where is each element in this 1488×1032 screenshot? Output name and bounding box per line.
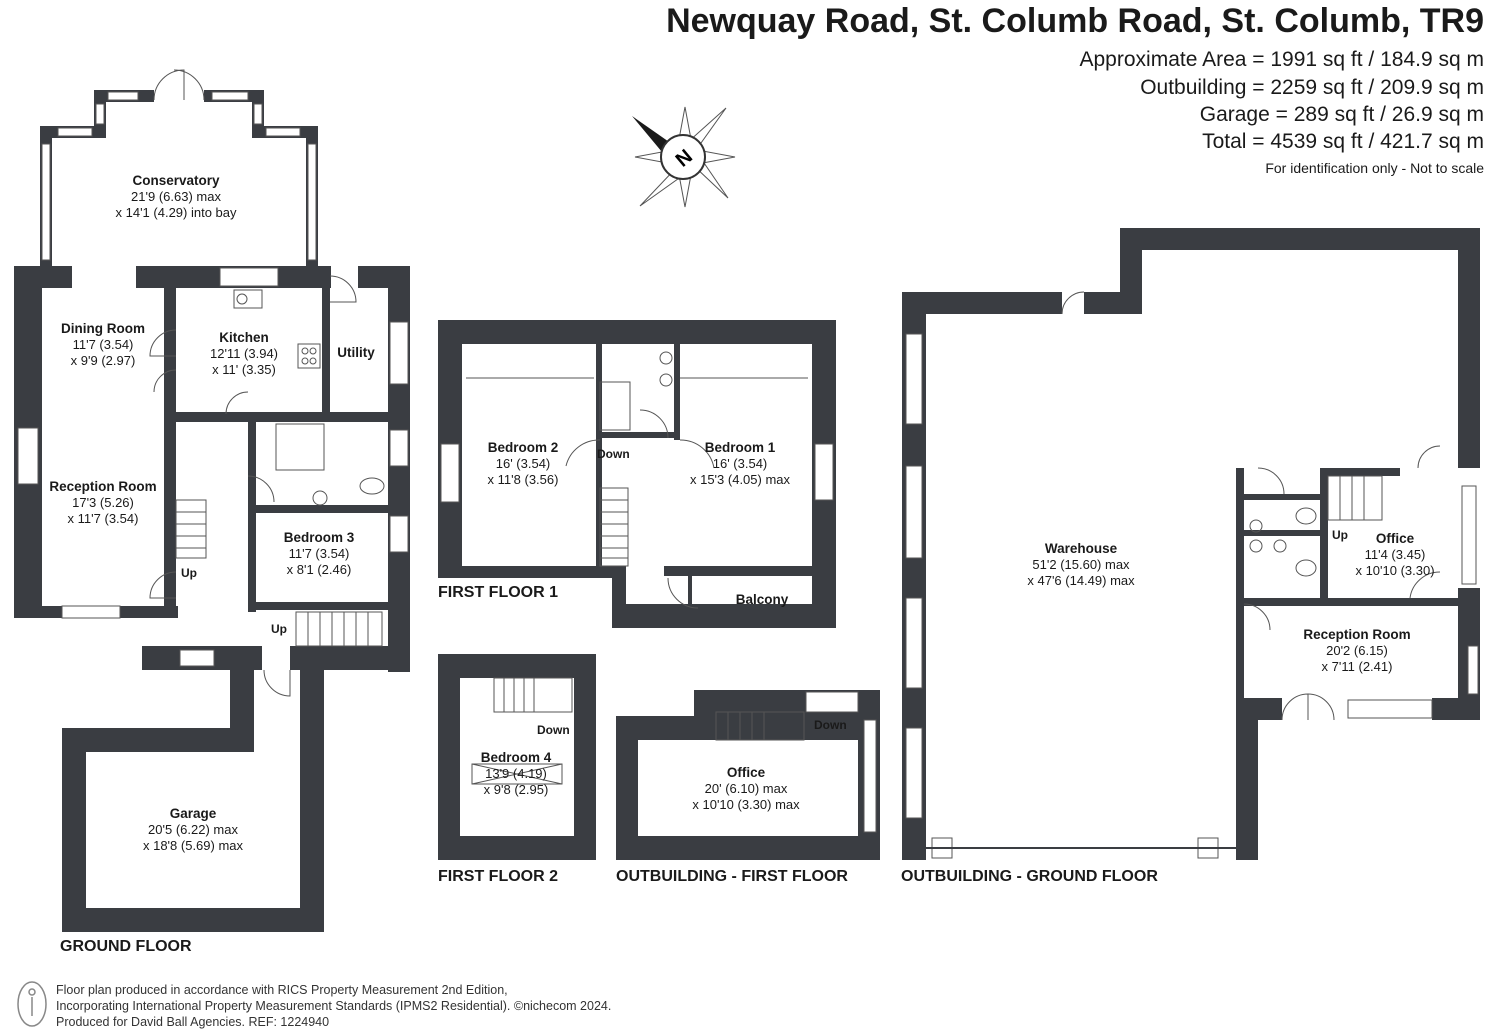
disclaimer-note: For identification only - Not to scale [1265, 160, 1484, 176]
stair-down-first-2: Down [537, 723, 570, 737]
windows [17, 91, 1479, 859]
floor-label-outbuilding-ground: OUTBUILDING - GROUND FLOOR [901, 868, 1158, 885]
floor-label-first-1: FIRST FLOOR 1 [438, 584, 558, 601]
area-total: Total = 4539 sq ft / 421.7 sq m [1202, 130, 1484, 153]
stair-up-ground: Up [181, 566, 197, 580]
compass-icon [632, 106, 736, 208]
stair-up-out-ground: Up [1332, 528, 1348, 542]
footer-line-2: Incorporating International Property Mea… [56, 999, 612, 1013]
floor-label-ground: GROUND FLOOR [60, 938, 192, 955]
fixtures [233, 289, 1317, 785]
area-garage: Garage = 289 sq ft / 26.9 sq m [1199, 103, 1484, 126]
room-utility: Utility [337, 345, 375, 360]
room-balcony: Balcony [735, 592, 789, 607]
footer: Floor plan produced in accordance with R… [56, 982, 611, 1030]
stairs [175, 475, 1383, 741]
footer-line-3: Produced for David Ball Agencies. REF: 1… [56, 1015, 330, 1029]
stair-down-out-first: Down [814, 718, 847, 732]
door-swings [149, 69, 1441, 721]
person-icon [17, 981, 47, 1027]
stair-down-first-1: Down [597, 447, 630, 461]
floor-label-first-2: FIRST FLOOR 2 [438, 868, 558, 885]
stair-up-ground-2: Up [271, 622, 287, 636]
area-outbuilding: Outbuilding = 2259 sq ft / 209.9 sq m [1140, 76, 1484, 99]
page-title: Newquay Road, St. Columb Road, St. Colum… [666, 2, 1484, 40]
footer-line-1: Floor plan produced in accordance with R… [56, 983, 508, 997]
floor-label-outbuilding-first: OUTBUILDING - FIRST FLOOR [616, 868, 848, 885]
area-approx: Approximate Area = 1991 sq ft / 184.9 sq… [1079, 48, 1485, 71]
